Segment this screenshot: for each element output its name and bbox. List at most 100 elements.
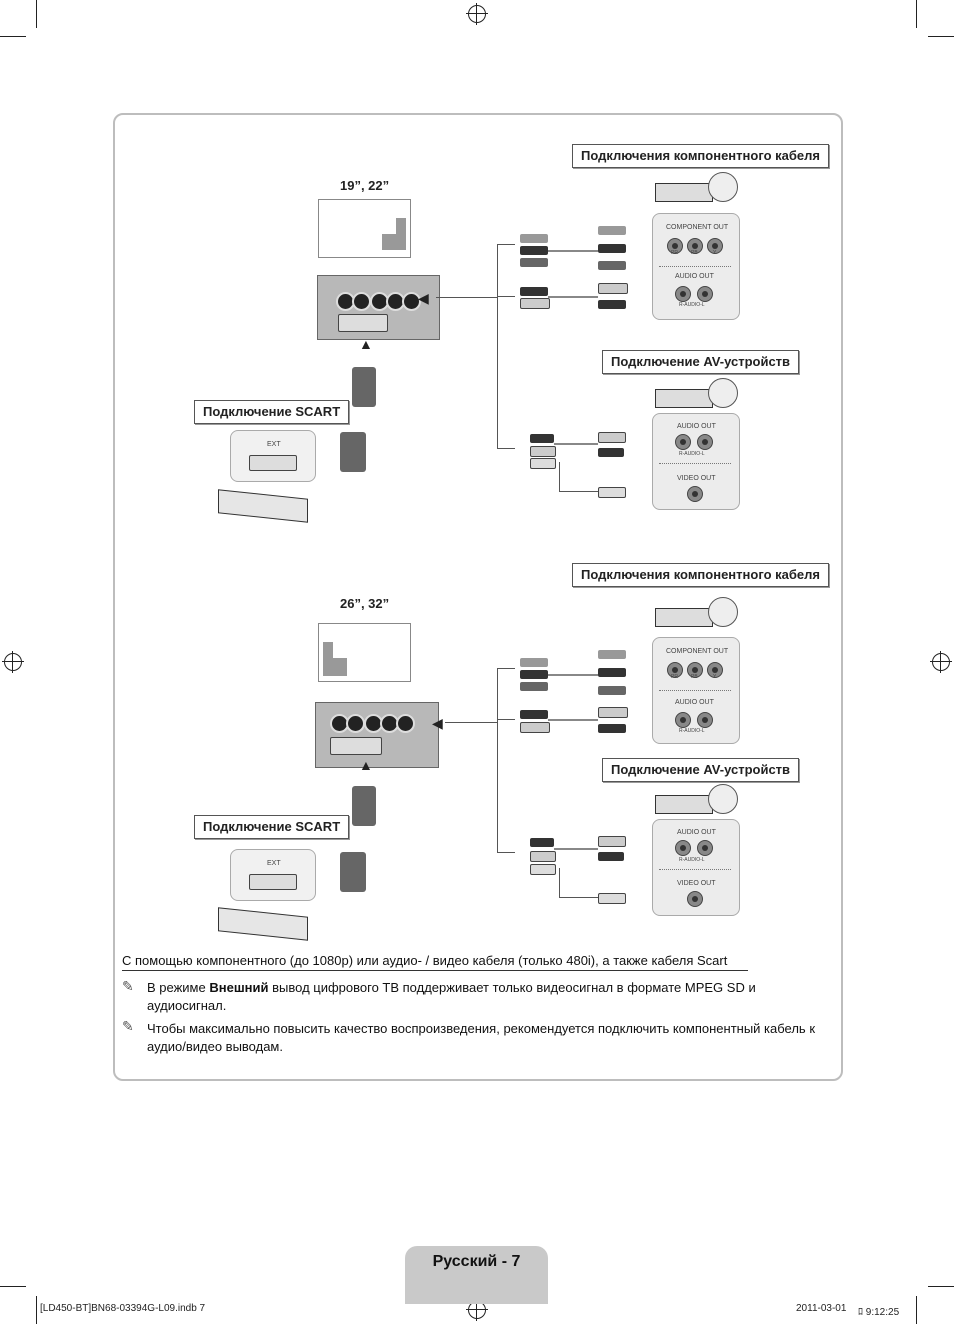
plug (520, 682, 548, 691)
video-out-label: VIDEO OUT (677, 475, 716, 482)
crop-mark (916, 0, 917, 28)
jack-label: Y (713, 250, 717, 256)
jack-label: Y (713, 674, 717, 680)
plug (598, 448, 624, 457)
jack-pr (667, 662, 683, 678)
crop-mark (0, 1286, 26, 1287)
note-item: В режиме Внешний вывод цифрового ТВ подд… (147, 979, 817, 1015)
crop-mark (0, 36, 26, 37)
jack-audio-l (697, 286, 713, 302)
jack-label: PR (671, 674, 678, 680)
ext-label: EXT (267, 860, 281, 867)
jack-label: PB (691, 674, 698, 680)
audio-out-label: AUDIO OUT (677, 423, 716, 430)
section-26-32: Подключения компонентного кабеля 26”, 32… (194, 563, 829, 941)
size-label: 19”, 22” (340, 178, 390, 193)
scart-cable-icon (340, 432, 366, 472)
arrow-up-icon: ▲ (359, 336, 373, 352)
jack-audio-r (675, 286, 691, 302)
jack-y (707, 238, 723, 254)
jack-video (687, 891, 703, 907)
dvd-player-icon (655, 795, 713, 814)
plug (598, 668, 626, 677)
footer-time: ﾛ 9:12:25 (858, 1307, 900, 1318)
av-title: Подключение AV-устройств (602, 350, 800, 374)
plug (598, 432, 626, 443)
jack-audio-r (675, 840, 691, 856)
jack-audio-l (697, 434, 713, 450)
footer-file: [LD450-BT]BN68-03394G-L09.indb 7 (40, 1303, 206, 1314)
registration-mark-icon (2, 651, 24, 673)
section-19-22: Подключения компонентного кабеля 19”, 22… (0, 0, 954, 540)
component-out-label: COMPONENT OUT (666, 224, 729, 231)
plug (530, 458, 556, 469)
note-pencil-icon: ✎ (122, 978, 134, 994)
component-out-card: COMPONENT OUT PR PB Y AUDIO OUT R-AUDIO-… (652, 637, 740, 744)
page-label: Русский - 7 (432, 1253, 521, 1270)
jack-label: PB (691, 250, 698, 256)
component-out-card: COMPONENT OUT PR PB Y AUDIO OUT R-AUDIO-… (652, 213, 740, 320)
crop-mark (928, 1286, 954, 1287)
note-text: В режиме (147, 980, 210, 995)
plug (530, 446, 556, 457)
plug (520, 670, 548, 679)
jack-video (687, 486, 703, 502)
jack-label: PR (671, 250, 678, 256)
plug (598, 261, 626, 270)
plug (530, 838, 554, 847)
disc-icon (708, 597, 738, 627)
audio-sub-label: R-AUDIO-L (679, 728, 705, 734)
tv-back-illustration (318, 199, 411, 258)
ext-label: EXT (267, 441, 281, 448)
plug (530, 864, 556, 875)
plug (598, 283, 628, 294)
component-title: Подключения компонентного кабеля (572, 144, 829, 168)
note-item: Чтобы максимально повысить качество восп… (147, 1020, 817, 1056)
plug (598, 300, 626, 309)
footer-date: 2011-03-01 (796, 1303, 847, 1314)
plug (530, 434, 554, 443)
jack-audio-l (697, 840, 713, 856)
summary-text: С помощью компонентного (до 1080p) или а… (122, 953, 748, 971)
registration-mark-icon (930, 651, 952, 673)
crop-mark (36, 0, 37, 28)
dvd-player-icon (655, 608, 713, 627)
audio-sub-label: R-AUDIO-L (679, 857, 705, 863)
jack-audio-r (675, 712, 691, 728)
arrow-left-icon: ◀ (432, 715, 443, 731)
audio-sub-label: R-AUDIO-L (679, 451, 705, 457)
registration-mark-icon (466, 3, 488, 25)
note-pencil-icon: ✎ (122, 1018, 134, 1034)
scart-cable-icon (340, 852, 366, 892)
component-out-label: COMPONENT OUT (666, 648, 729, 655)
jack-pb (687, 238, 703, 254)
crop-mark (916, 1296, 917, 1324)
jack-audio-r (675, 434, 691, 450)
plug (598, 226, 626, 235)
plug (598, 650, 626, 659)
scart-cable-icon (352, 786, 376, 826)
plug (520, 298, 550, 309)
plug (598, 893, 626, 904)
note-text: Чтобы максимально повысить качество восп… (147, 1021, 816, 1054)
jack-y (707, 662, 723, 678)
content-panel (113, 113, 843, 1081)
plug (520, 722, 550, 733)
av-out-card: AUDIO OUT R-AUDIO-L VIDEO OUT (652, 819, 740, 916)
scart-title: Подключение SCART (194, 815, 350, 839)
scart-title: Подключение SCART (194, 400, 350, 424)
audio-out-label: AUDIO OUT (675, 273, 714, 280)
arrow-left-icon: ◀ (418, 290, 429, 306)
arrow-up-icon: ▲ (359, 757, 373, 773)
note-text: вывод цифрового ТВ поддерживает только в… (147, 980, 756, 1013)
audio-out-label: AUDIO OUT (675, 699, 714, 706)
jack-pb (687, 662, 703, 678)
av-title: Подключение AV-устройств (602, 758, 800, 782)
plug (598, 836, 626, 847)
plug (598, 724, 626, 733)
disc-icon (708, 378, 738, 408)
scart-ext-card: EXT (230, 849, 316, 901)
scart-cable-icon (352, 367, 376, 407)
plug (598, 244, 626, 253)
av-out-card: AUDIO OUT R-AUDIO-L VIDEO OUT (652, 413, 740, 510)
